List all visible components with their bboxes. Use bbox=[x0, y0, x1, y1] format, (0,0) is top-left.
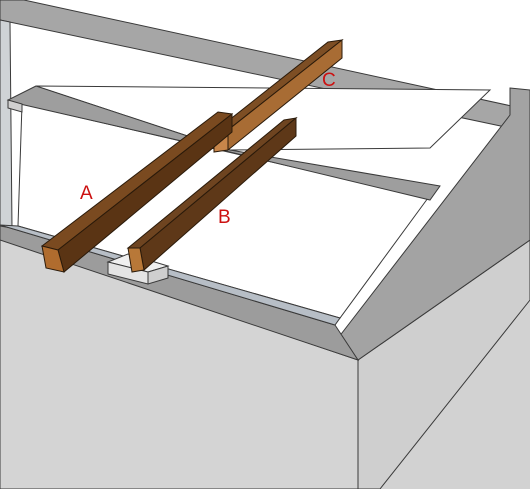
cross-member-face bbox=[7, 99, 23, 113]
beam-b-label: B bbox=[218, 207, 231, 228]
beam-b-end bbox=[127, 247, 145, 273]
beam-c-label: C bbox=[322, 70, 336, 91]
support-block-side bbox=[147, 265, 169, 285]
left-post bbox=[0, 19, 13, 229]
beam-a-label: A bbox=[80, 183, 93, 204]
beam-a-end bbox=[41, 245, 65, 273]
